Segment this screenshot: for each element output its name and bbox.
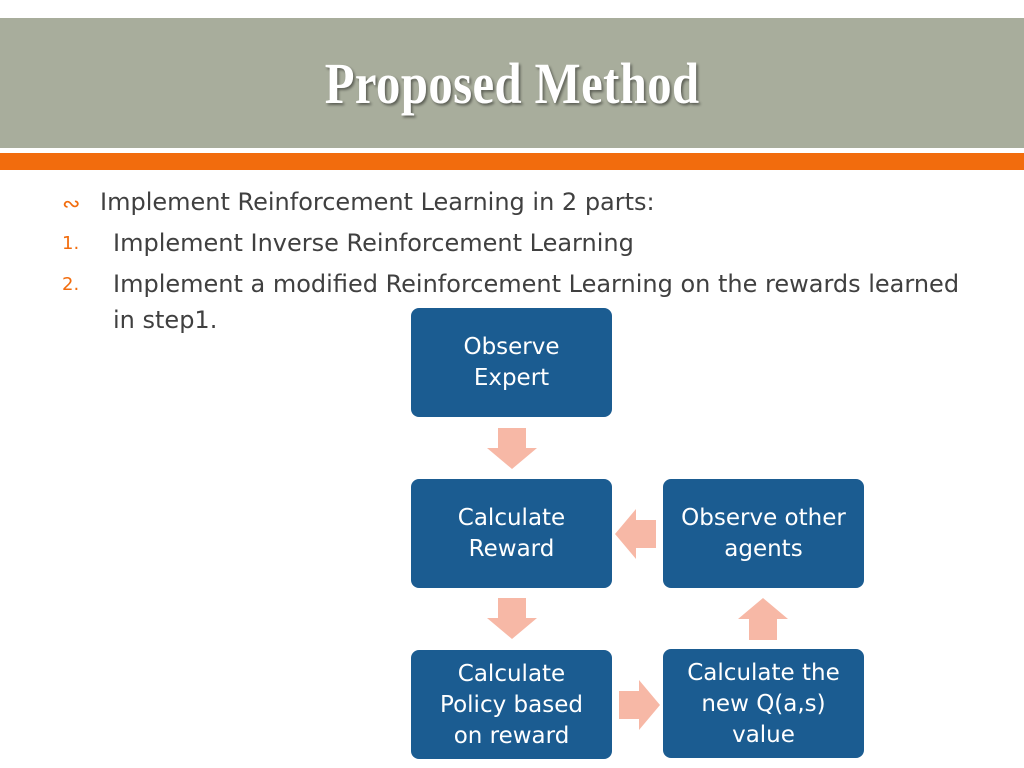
bullet-icon: ∾ (62, 192, 81, 217)
accent-bar (0, 153, 1024, 170)
node-observe-expert: Observe Expert (411, 308, 612, 417)
node-label-line: Reward (468, 536, 555, 562)
node-label-line: Expert (473, 365, 550, 391)
arrow-down-1 (487, 428, 537, 469)
node-label-line: Policy based (440, 692, 583, 718)
node-label-line: value (732, 722, 795, 748)
node-label-line: agents (724, 536, 803, 562)
node-calculate-policy: Calculate Policy based on reward (411, 650, 612, 759)
node-label-line: on reward (453, 723, 570, 749)
arrow-up (738, 598, 788, 640)
slide-title: Proposed Method (324, 50, 700, 116)
node-calculate-reward: Calculate Reward (411, 479, 612, 588)
title-bar: Proposed Method (0, 18, 1024, 148)
list-item-2-text-line-2: in step1. (113, 306, 218, 334)
arrow-left (615, 509, 656, 559)
bullet-main-text: Implement Reinforcement Learning in 2 pa… (100, 188, 655, 216)
node-label-line: Calculate the (687, 660, 840, 686)
arrow-down-2 (487, 598, 537, 639)
arrow-right (619, 680, 660, 730)
node-label-line: Calculate (457, 661, 566, 687)
node-label-line: Observe (463, 334, 560, 360)
node-label-line: new Q(a,s) (701, 691, 826, 717)
list-number-1: 1. (62, 233, 80, 254)
node-label-line: Observe other (681, 505, 846, 531)
list-item-2-text-line-1: Implement a modified Reinforcement Learn… (113, 270, 960, 298)
node-observe-other-agents: Observe other agents (663, 479, 864, 588)
node-label-line: Calculate (457, 505, 566, 531)
list-item-1-text: Implement Inverse Reinforcement Learning (113, 229, 634, 257)
node-calculate-q-value: Calculate the new Q(a,s) value (663, 649, 864, 758)
list-number-2: 2. (62, 274, 80, 295)
